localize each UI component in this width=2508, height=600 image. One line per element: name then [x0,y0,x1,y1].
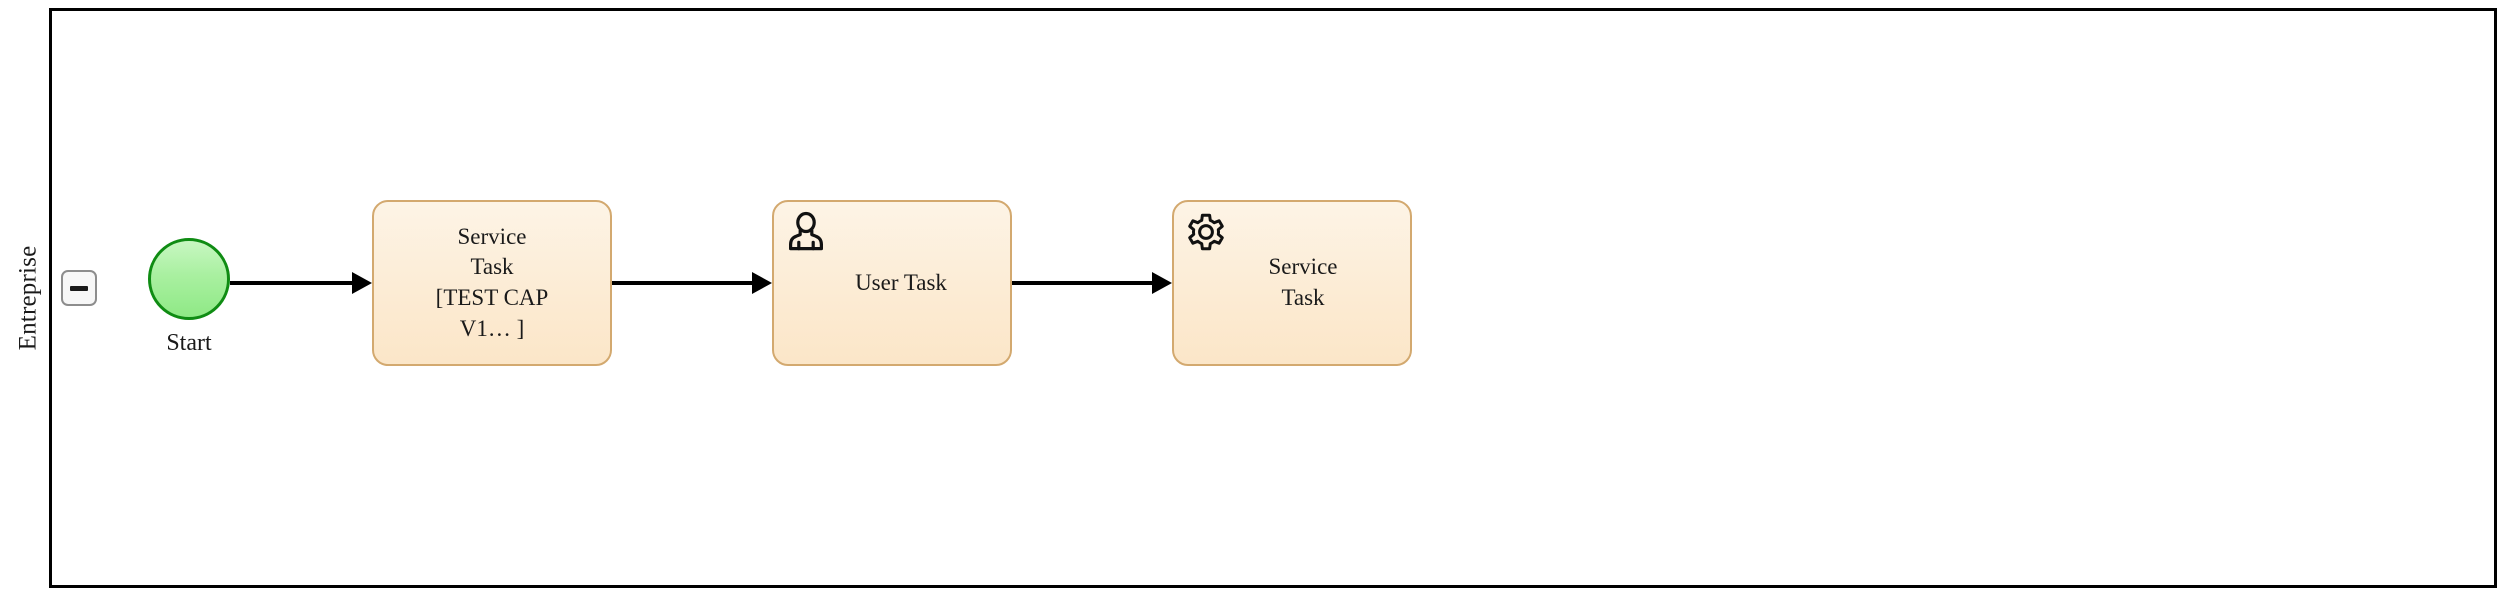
minus-icon [70,285,88,291]
flow-arrowhead [752,272,772,294]
start-event-group: Start [148,238,240,368]
flow-arrowhead [1152,272,1172,294]
sequence-flow-start-to-service-task-1[interactable] [230,272,372,294]
flow-arrowhead [352,272,372,294]
lane-collapse-button[interactable] [61,270,97,306]
flow-line [612,281,756,285]
start-event[interactable] [148,238,230,320]
flow-line [1012,281,1156,285]
user-task[interactable]: User Task [772,200,1012,366]
service-task-1-label: Service Task [TEST CAP V1… ] [435,223,549,341]
service-task-1[interactable]: Service Task [TEST CAP V1… ] [372,200,612,366]
lane-title: Entreprise [14,245,42,351]
sequence-flow-service-task-1-to-user-task[interactable] [612,272,772,294]
service-task-2-label: Service Task [1268,254,1338,310]
user-task-label: User Task [855,269,947,295]
sequence-flow-user-task-to-service-task-2[interactable] [1012,272,1172,294]
flow-line [230,281,356,285]
start-event-label: Start [166,330,212,356]
lane-header[interactable]: Entreprise [8,8,52,588]
service-task-2[interactable]: Service Task [1172,200,1412,366]
